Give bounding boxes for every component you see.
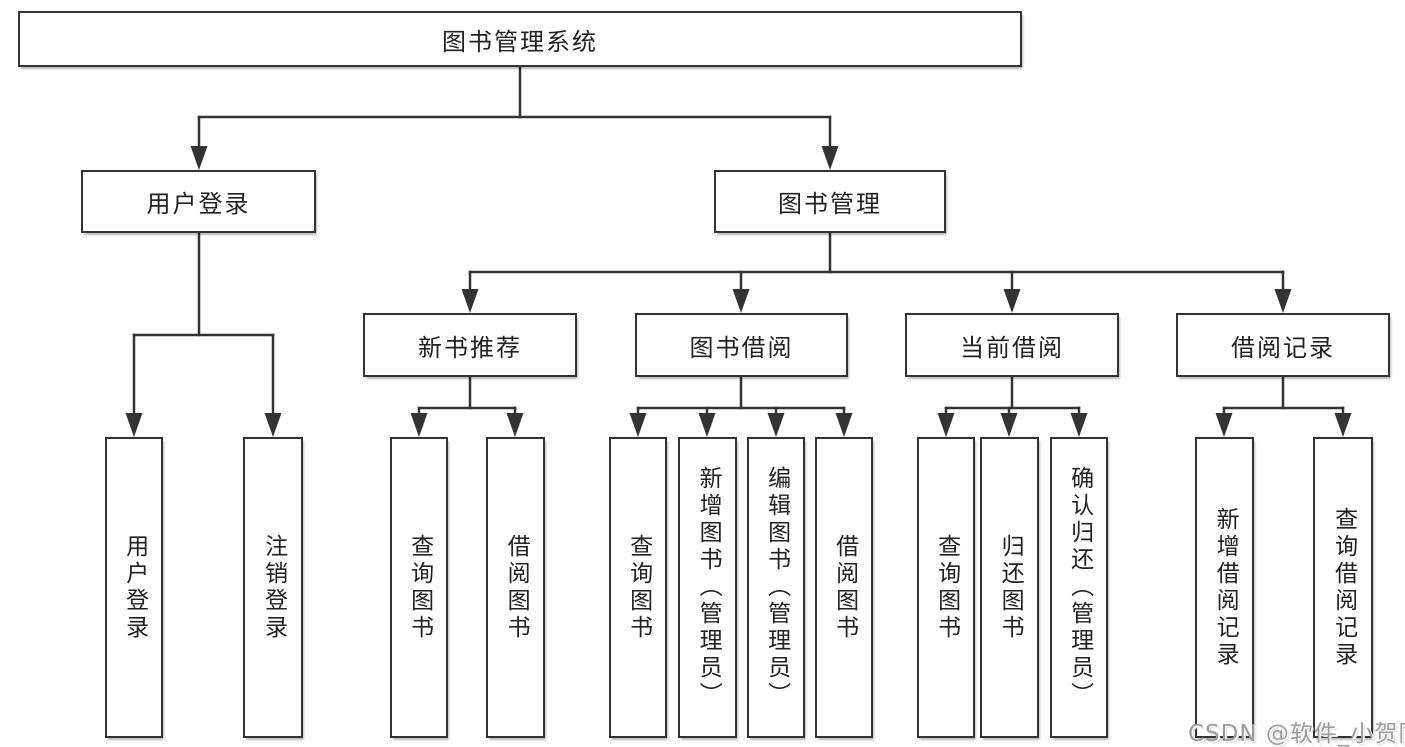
leaf-logout: 注销登录	[243, 437, 303, 738]
node-new-book-recommend: 新书推荐	[363, 313, 577, 377]
node-borrowing-records: 借阅记录	[1176, 313, 1390, 377]
leaf-return-books: 归还图书	[980, 437, 1039, 738]
leaf-user-login-label: 用户登录	[121, 533, 148, 642]
node-book-management-label: 图书管理	[778, 190, 882, 218]
leaf-query-books-current-label: 查询图书	[933, 533, 960, 642]
leaf-add-books-admin: 新增图书（管理员）	[678, 437, 737, 738]
leaf-edit-books-admin: 编辑图书（管理员）	[747, 437, 805, 738]
leaf-query-borrow-record: 查询借阅记录	[1313, 437, 1373, 738]
node-user-login: 用户登录	[81, 170, 316, 233]
node-current-borrowing-label: 当前借阅	[960, 333, 1064, 362]
leaf-add-borrow-record-label: 新增借阅记录	[1212, 506, 1239, 669]
arrowheads	[125, 146, 1352, 437]
leaf-query-books-borrowing: 查询图书	[609, 437, 667, 738]
csdn-watermark: CSDN @软件_小贺同学	[1188, 721, 1405, 747]
leaf-add-books-admin-label: 新增图书（管理员）	[695, 466, 722, 709]
leaf-query-books-borrowing-label: 查询图书	[625, 533, 652, 642]
leaf-add-borrow-record: 新增借阅记录	[1195, 437, 1254, 738]
leaf-query-books-recommend: 查询图书	[390, 437, 448, 738]
node-current-borrowing: 当前借阅	[905, 313, 1119, 377]
leaf-borrow-books-recommend-label: 借阅图书	[503, 533, 530, 642]
leaf-user-login: 用户登录	[105, 437, 163, 738]
leaf-borrow-books-borrowing-label: 借阅图书	[831, 533, 858, 642]
node-library-management-system-label: 图书管理系统	[442, 27, 598, 56]
node-book-management: 图书管理	[714, 170, 946, 233]
leaf-confirm-return-admin-label: 确认归还（管理员）	[1066, 466, 1093, 709]
leaf-edit-books-admin-label: 编辑图书（管理员）	[763, 466, 790, 709]
node-book-borrowing-label: 图书借阅	[689, 333, 794, 362]
leaf-confirm-return-admin: 确认归还（管理员）	[1050, 437, 1108, 738]
node-book-borrowing: 图书借阅	[635, 313, 848, 377]
leaf-query-books-current: 查询图书	[917, 437, 975, 738]
leaf-logout-label: 注销登录	[260, 533, 287, 642]
leaf-query-borrow-record-label: 查询借阅记录	[1330, 506, 1357, 669]
node-library-management-system: 图书管理系统	[18, 11, 1022, 67]
leaf-return-books-label: 归还图书	[997, 533, 1024, 642]
node-user-login-label: 用户登录	[146, 190, 251, 218]
leaf-borrow-books-recommend: 借阅图书	[486, 437, 545, 738]
node-new-book-recommend-label: 新书推荐	[418, 333, 522, 362]
node-borrowing-records-label: 借阅记录	[1231, 333, 1335, 362]
leaf-query-books-recommend-label: 查询图书	[406, 533, 433, 642]
leaf-borrow-books-borrowing: 借阅图书	[815, 437, 873, 738]
